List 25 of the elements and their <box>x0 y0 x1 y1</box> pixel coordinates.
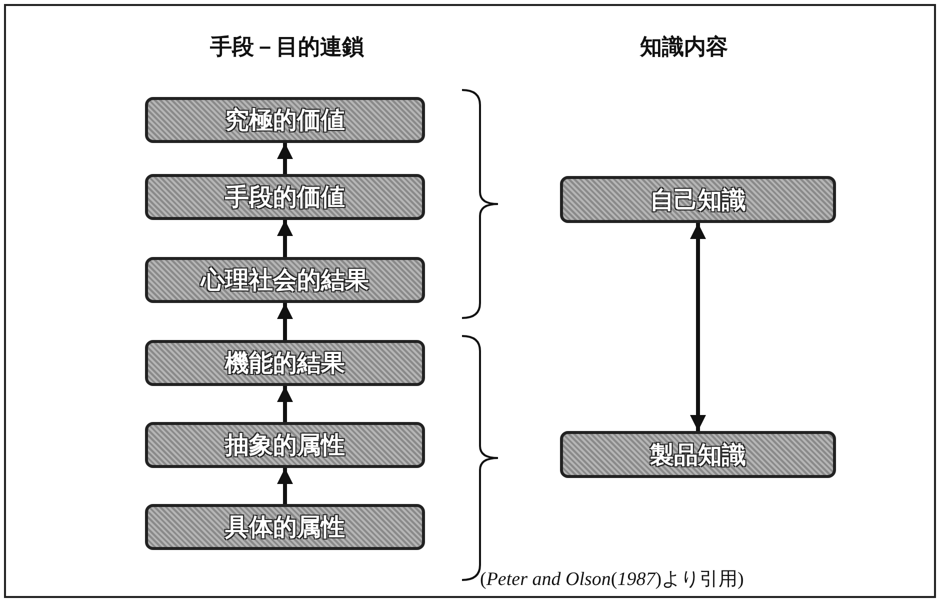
arrow <box>277 303 293 340</box>
arrow <box>690 223 706 431</box>
node-label: 究極的価値 <box>225 105 345 136</box>
caption: (Peter and Olson(1987)より引用) <box>480 568 744 592</box>
node-label: 心理社会的結果 <box>201 265 369 296</box>
heading: 知識内容 <box>640 34 728 62</box>
process-box <box>560 431 836 478</box>
node-label: 具体的属性 <box>225 512 345 543</box>
arrow <box>277 386 293 422</box>
node-label: 抽象的属性 <box>225 430 345 461</box>
arrow <box>277 220 293 257</box>
process-box <box>145 422 425 468</box>
node-label: 機能的結果 <box>225 348 345 379</box>
process-box <box>145 97 425 143</box>
node-label: 手段的価値 <box>225 182 345 213</box>
node-label: 製品知識 <box>650 440 746 470</box>
process-box <box>145 504 425 550</box>
process-box <box>560 176 836 223</box>
heading: 手段－目的連鎖 <box>210 34 364 62</box>
node-label: 自己知識 <box>650 184 746 216</box>
arrow <box>277 143 293 174</box>
process-box <box>145 340 425 386</box>
process-box <box>145 257 425 303</box>
arrow <box>277 468 293 504</box>
process-box <box>145 174 425 220</box>
